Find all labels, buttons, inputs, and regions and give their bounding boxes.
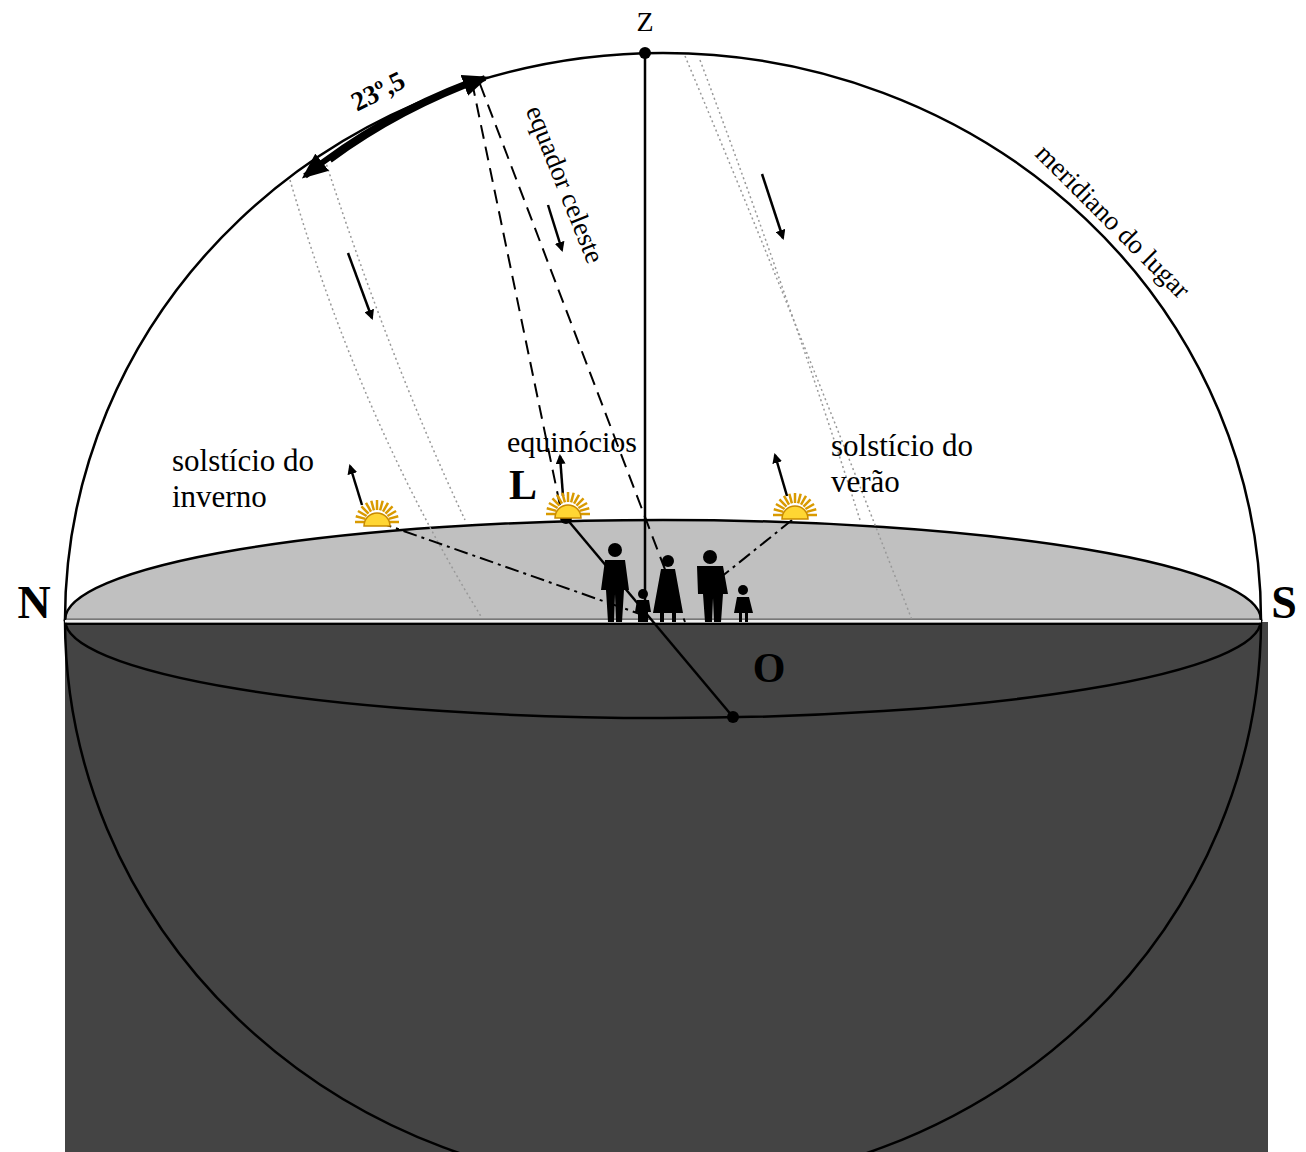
- sun-symbol: [355, 500, 399, 526]
- sphere-upper: [65, 53, 1261, 620]
- south-label: S: [1271, 577, 1297, 630]
- ground: [65, 622, 1268, 1152]
- sun-group: [355, 492, 817, 526]
- point-o: [727, 711, 739, 723]
- diurnal-paths: [290, 56, 912, 620]
- equator-label: equador celeste: [519, 102, 610, 269]
- zenith-point: [639, 47, 651, 59]
- sun-symbol: [546, 492, 590, 518]
- zenith-line: [644, 53, 647, 620]
- sun-symbol: [773, 493, 817, 519]
- people: [601, 543, 753, 622]
- equinox-label: equinócios: [507, 425, 637, 460]
- equator-line: [480, 84, 685, 622]
- summer-solstice-label: solstício do verão: [831, 428, 991, 499]
- sphere-lower: [65, 620, 1261, 1152]
- axis-line: [566, 518, 733, 717]
- point-label: L: [509, 461, 537, 509]
- zenith-label: Z: [636, 6, 653, 38]
- winter-solstice-label: solstício do inverno: [172, 443, 352, 514]
- observer-label: O: [753, 644, 786, 692]
- horizon-edge: [65, 623, 1261, 625]
- meridian-label: meridiano do lugar: [1029, 138, 1196, 305]
- north-label: N: [17, 577, 50, 630]
- solstice-line: [378, 522, 640, 614]
